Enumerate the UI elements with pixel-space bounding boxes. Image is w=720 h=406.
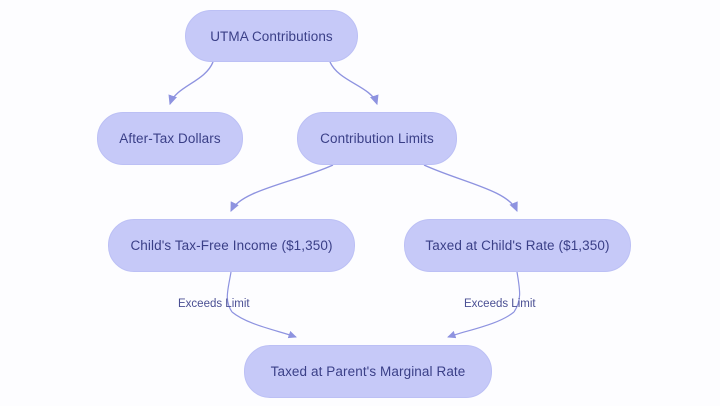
edge-free-to-parent-arrow	[231, 311, 297, 339]
edge-label-exceeds-limit-left: Exceeds Limit	[178, 298, 250, 310]
node-taxed-at-parents-marginal-rate[interactable]: Taxed at Parent's Marginal Rate	[244, 345, 492, 398]
edge-childrate-to-parent	[513, 271, 521, 313]
node-childs-tax-free-income[interactable]: Child's Tax-Free Income ($1,350)	[108, 219, 355, 272]
node-utma-contributions[interactable]: UTMA Contributions	[185, 10, 358, 62]
edge-root-to-after	[168, 61, 214, 106]
node-label: UTMA Contributions	[210, 28, 333, 44]
node-after-tax-dollars[interactable]: After-Tax Dollars	[97, 112, 243, 165]
node-label: Child's Tax-Free Income ($1,350)	[130, 238, 333, 253]
node-contribution-limits[interactable]: Contribution Limits	[297, 112, 457, 165]
edge-limits-to-free	[230, 164, 334, 213]
edge-limits-to-childrate	[423, 164, 518, 213]
node-taxed-at-childs-rate[interactable]: Taxed at Child's Rate ($1,350)	[404, 219, 631, 272]
node-label: Taxed at Child's Rate ($1,350)	[425, 238, 610, 253]
node-label: After-Tax Dollars	[119, 131, 221, 146]
edge-root-to-limits	[329, 61, 379, 106]
edge-label-exceeds-limit-right: Exceeds Limit	[464, 298, 536, 310]
edge-free-to-parent	[226, 271, 233, 313]
node-label: Contribution Limits	[320, 131, 434, 146]
node-label: Taxed at Parent's Marginal Rate	[270, 364, 466, 379]
edge-childrate-to-parent-arrow	[447, 311, 515, 339]
